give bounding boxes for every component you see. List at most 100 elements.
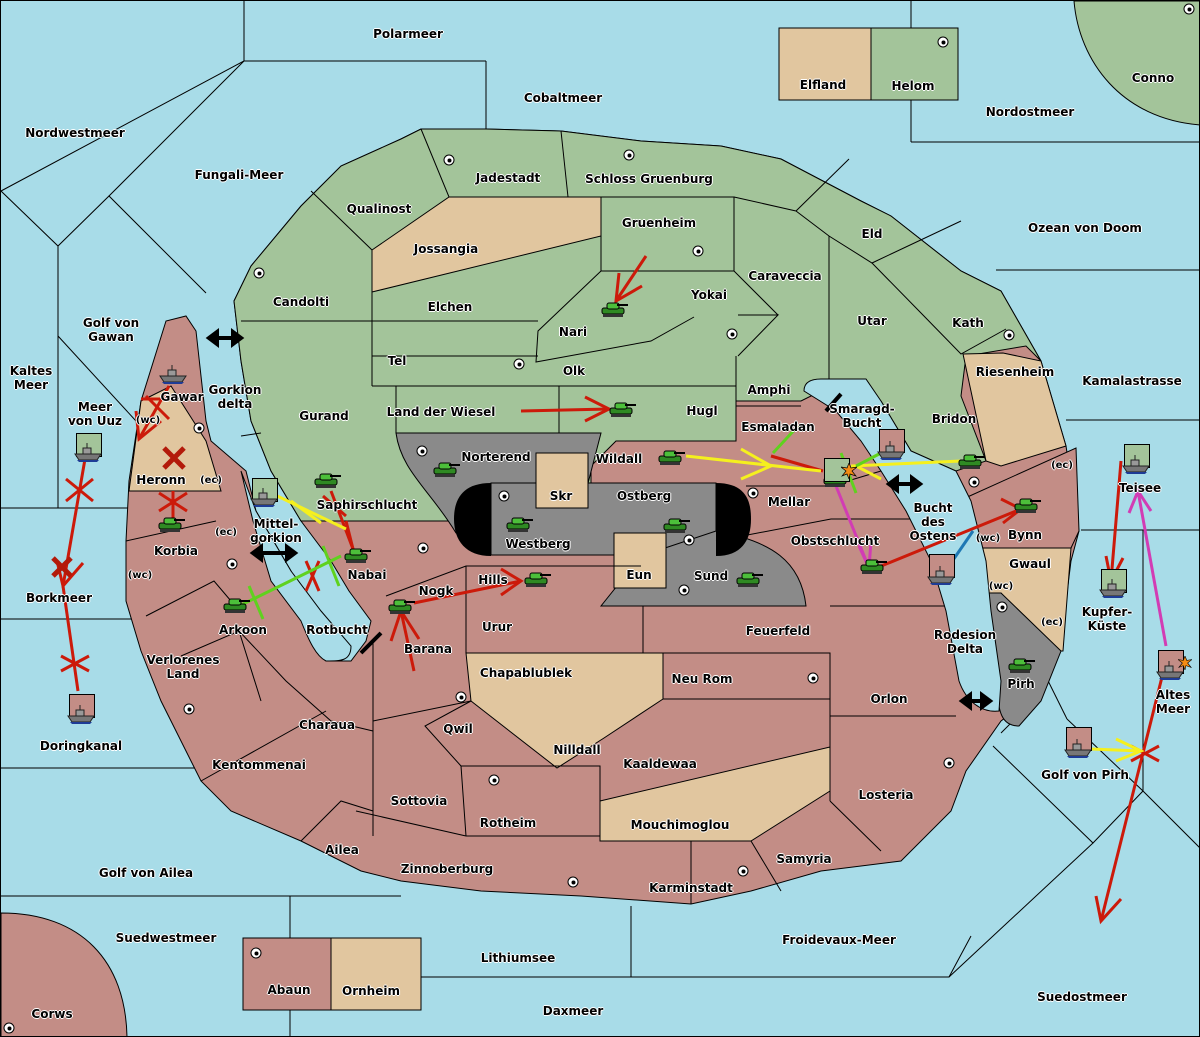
explosion-icon [841, 463, 857, 479]
label-urur: Urur [481, 620, 513, 634]
label-nordwestmeer: Nordwestmeer [25, 126, 125, 140]
supply-center [747, 487, 759, 499]
sea-inlet-west[interactable] [240, 470, 352, 662]
label-gawar: Gawar [160, 390, 204, 404]
coast-label: (wc) [127, 570, 153, 581]
army-icon[interactable] [504, 515, 534, 533]
label-esmaladan: Esmaladan [741, 420, 815, 434]
fleet-icon[interactable] [73, 442, 103, 464]
territory-skr[interactable] [535, 452, 589, 509]
label-line: Verlorenes [146, 653, 220, 667]
impassable-west [454, 483, 491, 556]
label-line: Meer [77, 400, 113, 414]
army-icon[interactable] [1006, 656, 1036, 674]
army-icon[interactable] [599, 300, 629, 318]
army-icon[interactable] [607, 400, 637, 418]
impassable-east [716, 483, 751, 556]
fleet-icon[interactable] [1121, 454, 1151, 476]
supply-center [567, 876, 579, 888]
label-yokai: Yokai [690, 288, 728, 302]
label-line: Smaragd- [829, 402, 895, 416]
supply-center [513, 358, 525, 370]
army-icon[interactable] [1012, 496, 1042, 514]
label-froidevaux: Froidevaux-Meer [782, 933, 896, 947]
army-icon[interactable] [661, 516, 691, 534]
label-candolti: Candolti [272, 295, 330, 309]
label-suedwestmeer: Suedwestmeer [115, 931, 217, 945]
label-bynn: Bynn [1007, 528, 1043, 542]
army-icon[interactable] [342, 546, 372, 564]
label-line: gorkion [250, 531, 302, 545]
army-icon[interactable] [431, 460, 461, 478]
supply-center [3, 1022, 15, 1034]
army-icon[interactable] [312, 471, 342, 489]
label-line: Kupfer- [1081, 605, 1133, 619]
label-schloss: Schloss Gruenburg [585, 172, 713, 186]
fleet-icon[interactable] [926, 565, 956, 587]
label-zinnoberburg: Zinnoberburg [400, 862, 494, 876]
fleet-icon[interactable] [1155, 660, 1185, 682]
fleet-icon[interactable] [876, 440, 906, 462]
territory-elfland[interactable] [778, 27, 872, 101]
label-saphir: Saphirschlucht [316, 498, 418, 512]
army-icon[interactable] [858, 557, 888, 575]
cancel-marks [60, 394, 1160, 763]
label-suedostmeer: Suedostmeer [1037, 990, 1127, 1004]
territory-corws[interactable] [1, 912, 128, 1037]
territory-conno[interactable] [1073, 1, 1200, 126]
army-icon[interactable] [956, 452, 986, 470]
label-kaaldewaa: Kaaldewaa [623, 757, 697, 771]
army-icon[interactable] [156, 515, 186, 533]
supply-center [455, 691, 467, 703]
territory-riesenheim[interactable] [962, 352, 1067, 467]
label-mellar: Mellar [767, 495, 811, 509]
army-icon[interactable] [221, 596, 251, 614]
label-orlon: Orlon [870, 692, 908, 706]
label-gruenheim: Gruenheim [621, 216, 697, 230]
label-ozean: Ozean von Doom [1028, 221, 1142, 235]
label-line: des [921, 515, 945, 529]
coast-label: (ec) [200, 475, 222, 486]
label-jossangia: Jossangia [413, 242, 479, 256]
label-line: Meer [13, 378, 49, 392]
supply-center [678, 584, 690, 596]
label-rotbucht: Rotbucht [306, 623, 368, 637]
fleet-icon[interactable] [66, 704, 96, 726]
label-nordostmeer: Nordostmeer [985, 105, 1075, 119]
territory-ornheim[interactable] [330, 937, 422, 1011]
label-nogk: Nogk [418, 584, 454, 598]
explosion-icon [1178, 656, 1192, 670]
supply-center [417, 542, 429, 554]
label-mittelgorkion: Mittel-gorkion [250, 517, 302, 545]
label-neurom: Neu Rom [671, 672, 733, 686]
label-kupfer: Kupfer-Küste [1082, 605, 1132, 633]
army-icon[interactable] [734, 570, 764, 588]
fleet-icon[interactable] [1098, 578, 1128, 600]
army-icon[interactable] [386, 597, 416, 615]
label-riesenheim: Riesenheim [975, 365, 1055, 379]
fleet-icon[interactable] [158, 364, 188, 386]
label-korbia: Korbia [153, 544, 199, 558]
territory-eun[interactable] [613, 532, 667, 589]
label-polarmeer: Polarmeer [373, 27, 443, 41]
label-eld: Eld [861, 227, 883, 241]
army-icon[interactable] [656, 448, 686, 466]
label-hills: Hills [478, 573, 508, 587]
label-ornheim: Ornheim [342, 984, 400, 998]
sea-inlet-east[interactable] [803, 378, 1002, 712]
supply-center [807, 672, 819, 684]
label-wildall: Wildall [595, 452, 643, 466]
supply-center [726, 328, 738, 340]
label-westberg: Westberg [505, 537, 571, 551]
label-skr: Skr [549, 489, 573, 503]
fleet-icon[interactable] [1063, 738, 1093, 760]
army-icon[interactable] [522, 570, 552, 588]
label-line: Mittel- [253, 517, 299, 531]
supply-center [498, 490, 510, 502]
fleet-icon[interactable] [249, 487, 279, 509]
supply-center [416, 445, 428, 457]
